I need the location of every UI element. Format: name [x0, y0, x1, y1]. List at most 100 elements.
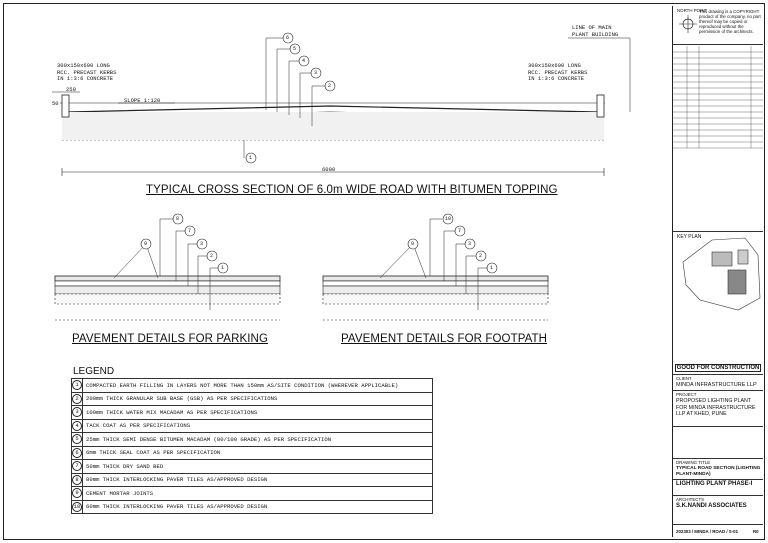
- slope-label: SLOPE 1:120: [124, 97, 161, 104]
- parking-tag: 7: [188, 228, 192, 234]
- parking-tag: 8: [176, 216, 180, 222]
- architect-name: S.K.NANDI ASSOCIATES: [676, 503, 747, 509]
- road-section-title: TYPICAL CROSS SECTION OF 6.0m WIDE ROAD …: [146, 184, 558, 196]
- legend-text: 60mm THICK INTERLOCKING PAVER TILES AS/A…: [82, 499, 433, 514]
- project-name: PROPOSED LIGHTING PLANT FOR MINDA INFRAS…: [676, 398, 756, 417]
- right-kerb-line-1: 300x150x600 LONG: [528, 62, 581, 69]
- north-label: NORTH POINT: [677, 8, 708, 13]
- parking-title: PAVEMENT DETAILS FOR PARKING: [72, 333, 268, 345]
- revision-number: R0: [753, 529, 759, 534]
- footpath-tag: 2: [479, 253, 483, 259]
- legend-text: 80mm THICK INTERLOCKING PAVER TILES AS/A…: [82, 472, 433, 487]
- main-plant-line-1: LINE OF MAIN: [572, 24, 612, 31]
- left-kerb-note: 300x150x600 LONG RCC. PRECAST KERBS IN 1…: [57, 62, 117, 83]
- road-tag: 4: [302, 58, 306, 64]
- meta-grid-top: [673, 426, 763, 427]
- project-divider: [673, 390, 763, 391]
- revision-table-top: [673, 44, 763, 45]
- right-kerb-note: 300x150x600 LONG RCC. PRECAST KERBS IN 1…: [528, 62, 588, 83]
- legend-number: 10: [72, 501, 82, 512]
- legend-text: 200mm THICK GRANULAR SUB BASE (GSB) AS P…: [82, 391, 433, 406]
- drawing-title: TYPICAL ROAD SECTION (LIGHTING PLANT-MIN…: [676, 466, 761, 477]
- legend-number: 4: [72, 420, 82, 431]
- drawing-title-divider: [673, 458, 763, 459]
- status-stamp: GOOD FOR CONSTRUCTION: [675, 364, 761, 372]
- left-kerb-line-1: 300x150x600 LONG: [57, 62, 110, 69]
- road-tag: 2: [328, 83, 332, 89]
- architect-divider: [673, 495, 763, 496]
- parking-tag: 3: [200, 241, 204, 247]
- road-tag: 3: [314, 70, 318, 76]
- legend-number: 8: [72, 474, 82, 485]
- right-kerb-line-2: RCC. PRECAST KERBS: [528, 68, 588, 76]
- project-label: PROJECT: [676, 392, 697, 397]
- architect-label: ARCHITECTS: [676, 497, 705, 502]
- left-kerb-line-3: IN 1:3:6 CONCRETE: [57, 75, 114, 82]
- phase-label: LIGHTING PLANT PHASE-I: [676, 481, 753, 487]
- legend-text: 6mm THICK SEAL COAT AS PER SPECIFICATION: [82, 445, 433, 460]
- legend-number: 5: [72, 434, 82, 445]
- phase-divider: [673, 479, 763, 480]
- drawing-no-divider: [673, 524, 763, 525]
- title-block: NORTH POINT This drawing is a COPYRIGHT …: [672, 6, 763, 537]
- footpath-title: PAVEMENT DETAILS FOR FOOTPATH: [341, 333, 548, 345]
- footpath-tag: 1: [490, 265, 494, 271]
- legend-text: CEMENT MORTAR JOINTS: [82, 486, 433, 501]
- footpath-tag: 3: [468, 241, 472, 247]
- left-kerb-line-2: RCC. PRECAST KERBS: [57, 68, 117, 76]
- footpath-tag: 9: [411, 241, 415, 247]
- parking-detail: [54, 213, 281, 321]
- road-cross-section: [52, 32, 631, 176]
- sheet-border: [3, 3, 765, 540]
- footpath-tag: 10: [445, 216, 452, 222]
- legend-number: 6: [72, 447, 82, 458]
- legend-text: 50mm THICK DRY SAND BED: [82, 459, 433, 474]
- legend-number: 9: [72, 488, 82, 499]
- client-divider: [673, 374, 763, 375]
- drawing-number: 202303 / MINDA / ROAD / S-01: [676, 529, 739, 534]
- road-tag: 1: [249, 155, 253, 161]
- client-name: MINDA INFRASTRUCTURE LLP: [676, 382, 757, 388]
- legend-text: 25mm THICK SEMI DENSE BITUMEN MACADAM (8…: [82, 432, 433, 447]
- north-arrow-icon: [679, 15, 697, 33]
- copyright-note: This drawing is a COPYRIGHT product of t…: [699, 9, 761, 34]
- legend-title: LEGEND: [73, 366, 115, 377]
- right-kerb-line-3: IN 1:3:6 CONCRETE: [528, 75, 585, 82]
- revision-grid: [673, 46, 763, 149]
- legend-number: 1: [72, 380, 82, 391]
- legend-number: 2: [72, 393, 82, 404]
- drawing-title-label: DRAWING TITLE: [676, 460, 711, 465]
- footpath-tag: 7: [458, 228, 462, 234]
- key-plan-top: [673, 231, 763, 232]
- parking-tag: 1: [221, 265, 225, 271]
- legend-text: TACK COAT AS PER SPECIFICATIONS: [82, 418, 433, 433]
- footpath-detail: [322, 213, 549, 321]
- parking-tag: 9: [144, 241, 148, 247]
- legend-number: 7: [72, 461, 82, 472]
- legend-text: COMPACTED EARTH FILLING IN LAYERS NOT MO…: [82, 378, 433, 393]
- key-plan-sketch: [682, 237, 761, 311]
- parking-tag: 2: [210, 253, 214, 259]
- dim-250: 250: [66, 86, 76, 93]
- client-label: CLIENT: [676, 376, 692, 381]
- road-tag: 5: [293, 46, 297, 52]
- dim-50: 50: [52, 100, 59, 107]
- dim-6000: 6000: [322, 166, 336, 173]
- legend-number: 3: [72, 407, 82, 418]
- main-plant-line-2: PLANT BUILDING: [572, 30, 619, 38]
- legend-text: 100mm THICK WATER MIX MACADAM AS PER SPE…: [82, 405, 433, 420]
- key-plan-label: KEY PLAN: [677, 234, 702, 240]
- road-tag: 6: [286, 35, 290, 41]
